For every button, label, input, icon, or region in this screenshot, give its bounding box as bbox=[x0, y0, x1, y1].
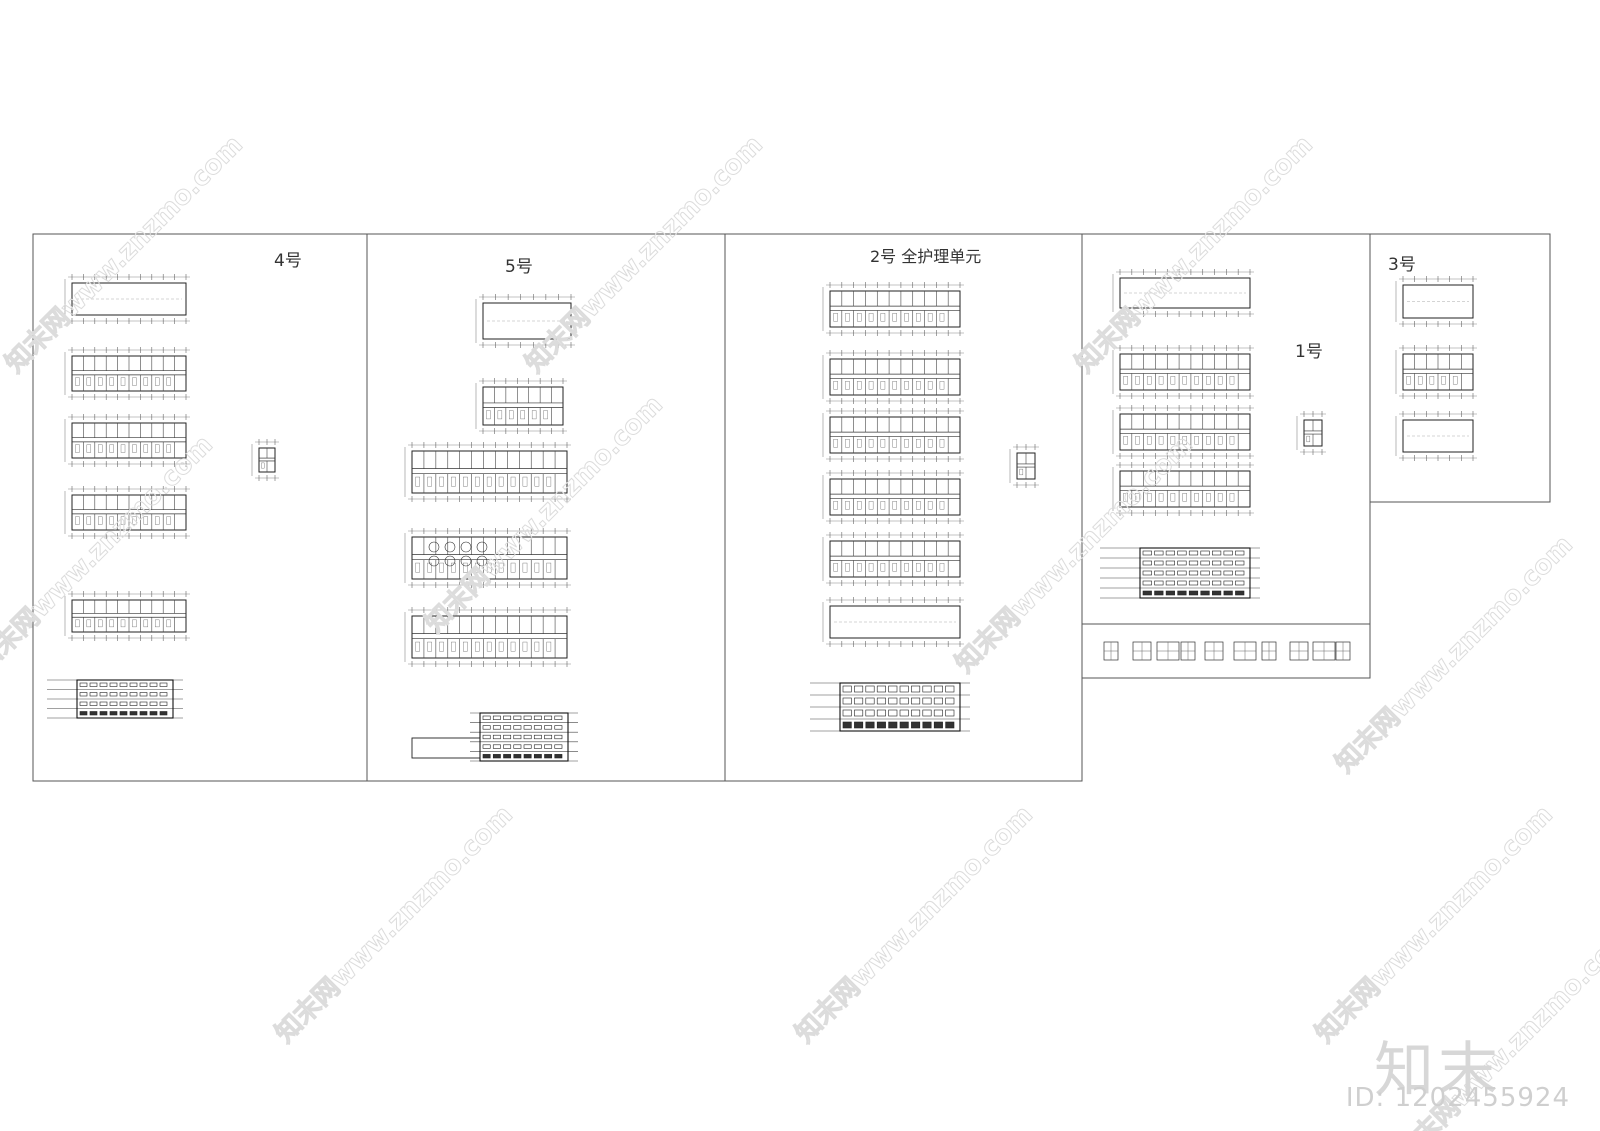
panel-3-frame bbox=[1369, 233, 1551, 503]
site-watermark: 知末网www.znzmo.com bbox=[420, 390, 669, 639]
floor-plan bbox=[1009, 444, 1039, 488]
panel-4-title: 4号 bbox=[274, 251, 302, 271]
floor-plan bbox=[475, 378, 567, 434]
floor-plan bbox=[64, 347, 190, 400]
panel-3-title: 3号 bbox=[1388, 255, 1416, 275]
site-watermark: 知末网www.znzmo.com bbox=[270, 800, 519, 1049]
site-watermark: 知末网www.znzmo.com bbox=[520, 130, 769, 379]
floor-plan bbox=[822, 408, 964, 462]
low-wing-elevation bbox=[411, 737, 481, 759]
panel-2-title: 2号 全护理单元 bbox=[870, 247, 981, 266]
elevations bbox=[47, 547, 1260, 762]
site-watermark: 知末网www.znzmo.com bbox=[1070, 130, 1319, 379]
floor-plan bbox=[822, 282, 964, 336]
floor-plan bbox=[822, 350, 964, 404]
floor-plan bbox=[475, 294, 575, 348]
floor-plan bbox=[64, 486, 190, 539]
floor-plan bbox=[1395, 345, 1477, 399]
floor-plan bbox=[251, 439, 279, 481]
floor-plan bbox=[822, 532, 964, 586]
panel-5-title: 5号 bbox=[505, 257, 533, 277]
panel-2-frame bbox=[724, 233, 1083, 782]
panel-frames bbox=[32, 233, 1551, 782]
floor-plan bbox=[404, 607, 571, 667]
floor-plan bbox=[1296, 411, 1326, 455]
site-watermark: 知末网www.znzmo.com bbox=[1310, 800, 1559, 1049]
site-watermark: 知末网www.znzmo.com bbox=[0, 130, 249, 379]
building-elevation bbox=[470, 712, 578, 762]
floor-plan bbox=[1112, 345, 1254, 399]
floor-plan bbox=[1112, 462, 1254, 516]
floor-plan bbox=[64, 414, 190, 467]
brand-watermark: 知末 bbox=[1374, 1036, 1502, 1106]
site-watermark: 知末网www.znzmo.com bbox=[790, 800, 1039, 1049]
building-elevation bbox=[1100, 547, 1260, 599]
floor-plan bbox=[404, 528, 571, 588]
floor-plan bbox=[1395, 276, 1477, 327]
site-watermark: 知末网www.znzmo.com bbox=[950, 430, 1199, 679]
floor-plan bbox=[64, 274, 190, 324]
id-watermark: ID: 1202455924 bbox=[1345, 1083, 1570, 1113]
detail-thumbnails bbox=[1103, 641, 1351, 661]
floor-plan bbox=[1112, 269, 1254, 317]
floor-plans bbox=[64, 269, 1477, 667]
floor-plan bbox=[404, 442, 571, 502]
building-elevation bbox=[810, 682, 970, 732]
floor-plan bbox=[64, 591, 190, 641]
building-elevation bbox=[47, 679, 183, 719]
floor-plan bbox=[822, 470, 964, 524]
floor-plan bbox=[822, 597, 964, 647]
panel-1-title: 1号 bbox=[1295, 342, 1323, 362]
floor-plan bbox=[1395, 411, 1477, 461]
site-watermark: 知末网www.znzmo.com bbox=[1330, 530, 1579, 779]
floor-plan bbox=[1112, 405, 1254, 459]
